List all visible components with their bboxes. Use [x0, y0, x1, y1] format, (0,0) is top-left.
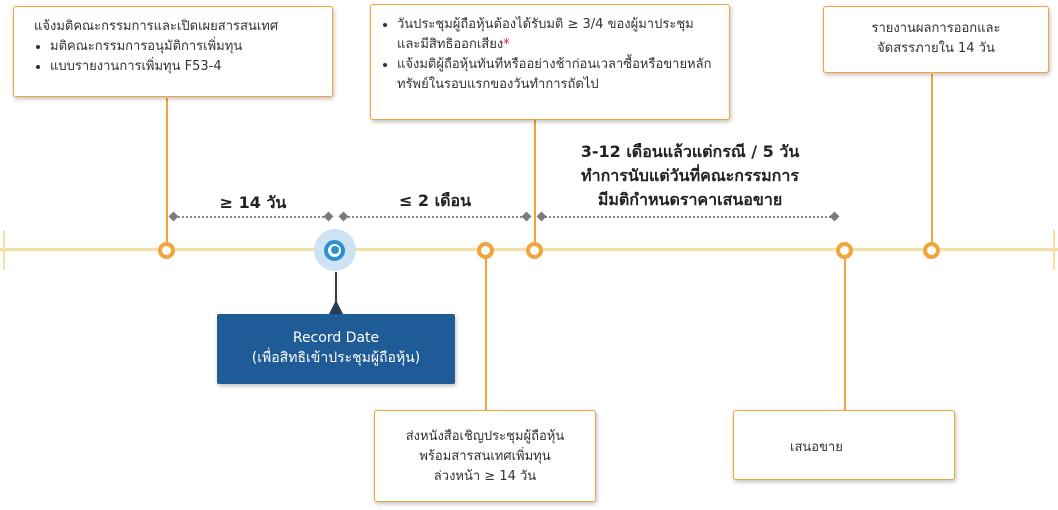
span-end-marker — [168, 211, 179, 222]
board-disclosure-list: มติคณะกรรมการอนุมัติการเพิ่มทุน แบบรายงา… — [34, 37, 320, 77]
board-disclosure-callout: แจ้งมติคณะกรรมการและเปิดเผยสารสนเทศ มติค… — [13, 6, 333, 97]
timeline-node-report — [923, 242, 940, 259]
span-label-3-line: ทำการนับแต่วันที่คณะกรรมการ — [581, 166, 799, 185]
offering-connector — [844, 258, 846, 410]
invitation-line: ส่งหนังสือเชิญประชุมผู้ถือหุ้น — [405, 429, 565, 444]
required-mark: * — [503, 37, 510, 52]
record-date-pointer — [329, 300, 343, 314]
span-end-marker — [338, 211, 349, 222]
record-date-dot — [331, 246, 339, 254]
invitation-connector — [485, 258, 487, 410]
board-disclosure-connector — [166, 98, 168, 242]
span-end-marker — [829, 211, 840, 222]
record-date-subtitle: (เพื่อสิทธิเข้าประชุมผู้ถือหุ้น) — [251, 350, 421, 366]
span-end-marker — [536, 211, 547, 222]
record-date-stem — [335, 272, 337, 304]
span-line-1 — [174, 216, 328, 218]
span-label-2: ≤ 2 เดือน — [398, 191, 472, 210]
span-label-3-line: 3-12 เดือนแล้วแต่กรณี / 5 วัน — [580, 142, 800, 161]
board-disclosure-title: แจ้งมติคณะกรรมการและเปิดเผยสารสนเทศ — [34, 19, 279, 34]
meeting-connector — [534, 120, 536, 242]
span-label-1: ≥ 14 วัน — [219, 193, 287, 212]
meeting-resolution-list: วันประชุมผู้ถือหุ้นต้องได้รับมติ ≥ 3/4 ข… — [381, 15, 717, 95]
record-date-box: Record Date (เพื่อสิทธิเข้าประชุมผู้ถือห… — [217, 314, 455, 384]
report-line: จัดสรรภายใน 14 วัน — [877, 41, 995, 56]
invitation-callout: ส่งหนังสือเชิญประชุมผู้ถือหุ้น พร้อมสารส… — [374, 410, 596, 502]
meeting-resolution-item-text: วันประชุมผู้ถือหุ้นต้องได้รับมติ ≥ 3/4 ข… — [397, 17, 694, 52]
timeline-node-invitation — [477, 242, 494, 259]
timeline-start-cap — [3, 230, 5, 270]
board-disclosure-item: แบบรายงานการเพิ่มทุน F53-4 — [50, 57, 320, 77]
invitation-line: พร้อมสารสนเทศเพิ่มทุน — [419, 449, 551, 464]
report-connector — [931, 74, 933, 242]
invitation-line: ล่วงหน้า ≥ 14 วัน — [433, 469, 537, 484]
record-date-title: Record Date — [292, 330, 380, 346]
span-label-3: 3-12 เดือนแล้วแต่กรณี / 5 วัน ทำการนับแต… — [548, 140, 832, 212]
span-end-marker — [521, 211, 532, 222]
span-label-3-line: มีมติกำหนดราคาเสนอขาย — [597, 190, 783, 209]
board-disclosure-item: มติคณะกรรมการอนุมัติการเพิ่มทุน — [50, 37, 320, 57]
meeting-resolution-callout: วันประชุมผู้ถือหุ้นต้องได้รับมติ ≥ 3/4 ข… — [370, 4, 730, 120]
timeline-node-meeting — [526, 242, 543, 259]
offering-callout: เสนอขาย — [733, 410, 955, 480]
offering-text: เสนอขาย — [790, 440, 843, 455]
report-callout: รายงานผลการออกและ จัดสรรภายใน 14 วัน — [823, 6, 1049, 73]
span-line-2 — [344, 216, 526, 218]
timeline-end-cap — [1053, 230, 1055, 270]
meeting-resolution-item: แจ้งมติผู้ถือหุ้นทันทีหรืออย่างช้าก่อนเว… — [397, 55, 717, 95]
meeting-resolution-item: วันประชุมผู้ถือหุ้นต้องได้รับมติ ≥ 3/4 ข… — [397, 15, 717, 55]
span-line-3 — [542, 216, 834, 218]
timeline-node-offering — [836, 242, 853, 259]
span-end-marker — [323, 211, 334, 222]
timeline-node-board — [158, 242, 175, 259]
report-line: รายงานผลการออกและ — [871, 21, 1001, 36]
